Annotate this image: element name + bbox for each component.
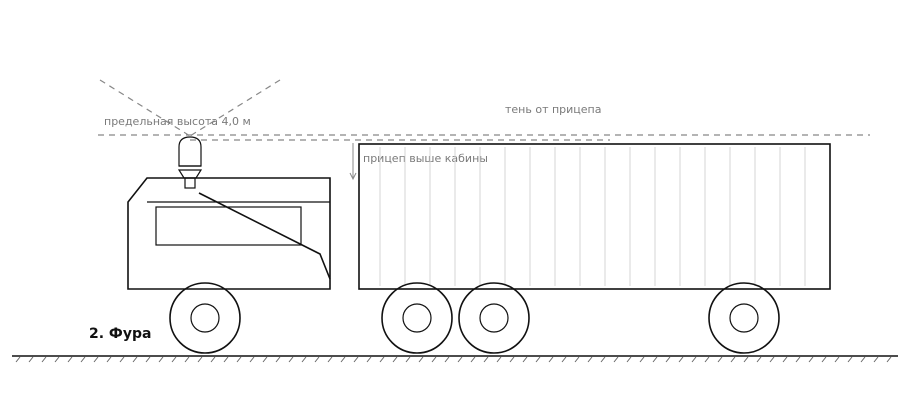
ground-hatch [561, 356, 567, 363]
beacon-icon [177, 136, 203, 189]
ground-hatch [444, 356, 450, 363]
ground-hatch [782, 356, 788, 363]
ground-hatch [158, 356, 164, 363]
ground-hatch [808, 356, 814, 363]
ground-hatch [145, 356, 151, 363]
ground-hatch [483, 356, 489, 363]
ground-hatch [249, 356, 255, 363]
ground-hatch [418, 356, 424, 363]
diagram-caption: 2. Фура [89, 326, 151, 342]
ground-hatch [327, 356, 333, 363]
trailer-shadow-label: тень от прицепа [505, 103, 602, 116]
ground-hatch [873, 356, 879, 363]
ground-hatch [535, 356, 541, 363]
ground-hatch [600, 356, 606, 363]
wheel-trailer-3 [708, 282, 780, 354]
ground-hatch [210, 356, 216, 363]
ground-hatch [80, 356, 86, 363]
ground-hatch [574, 356, 580, 363]
ground-hatch [639, 356, 645, 363]
truck-cab [127, 177, 331, 290]
ground-hatch [54, 356, 60, 363]
ground-hatch [184, 356, 190, 363]
ground-hatch [769, 356, 775, 363]
ground-hatch [522, 356, 528, 363]
ground-hatch [691, 356, 697, 363]
ground-hatch [379, 356, 385, 363]
ground-hatch [860, 356, 866, 363]
ground-hatch [626, 356, 632, 363]
ground-hatch [15, 356, 21, 363]
ground-hatch [821, 356, 827, 363]
wheel-trailer-2 [458, 282, 530, 354]
ground-hatch [353, 356, 359, 363]
ground-hatch [301, 356, 307, 363]
ground-hatch [457, 356, 463, 363]
cab-window [155, 206, 302, 246]
ground-hatch [366, 356, 372, 363]
ground-hatch [509, 356, 515, 363]
ground-hatch [678, 356, 684, 363]
ground-hatch [431, 356, 437, 363]
ground-hatch [236, 356, 242, 363]
ground-hatch [223, 356, 229, 363]
ground-hatch [67, 356, 73, 363]
ground-hatch [314, 356, 320, 363]
ground-hatch [717, 356, 723, 363]
ground-hatch [795, 356, 801, 363]
ground-hatch [730, 356, 736, 363]
ground-hatch [262, 356, 268, 363]
ground-hatch [587, 356, 593, 363]
ground-hatch [340, 356, 346, 363]
ground-hatch [665, 356, 671, 363]
ground-line [12, 355, 898, 363]
ground-hatch [28, 356, 34, 363]
ground-hatch [119, 356, 125, 363]
ground-hatch [93, 356, 99, 363]
wheel-front [169, 282, 241, 354]
wheel-trailer-1 [381, 282, 453, 354]
ground-hatch [834, 356, 840, 363]
ground-hatch [652, 356, 658, 363]
ground-hatch [41, 356, 47, 363]
ground-hatch [704, 356, 710, 363]
down-arrow-icon [349, 143, 357, 181]
ground-hatch [405, 356, 411, 363]
height-limit-label: предельная высота 4,0 м [104, 115, 251, 128]
ground-hatch [106, 356, 112, 363]
ground-hatch [470, 356, 476, 363]
ground-hatch [613, 356, 619, 363]
trailer-above-cab-label: прицеп выше кабины [363, 152, 488, 165]
ground-hatch [288, 356, 294, 363]
ground-hatch [392, 356, 398, 363]
ground-hatch [756, 356, 762, 363]
ground-hatch [132, 356, 138, 363]
trailer [358, 143, 831, 290]
beacon-light-cone [99, 79, 281, 137]
ground-hatch [886, 356, 892, 363]
ground-hatch [743, 356, 749, 363]
ground-hatch [496, 356, 502, 363]
ground-hatch [275, 356, 281, 363]
ground-hatch [847, 356, 853, 363]
ground-hatch [171, 356, 177, 363]
ground-hatch [197, 356, 203, 363]
ground-hatch [548, 356, 554, 363]
